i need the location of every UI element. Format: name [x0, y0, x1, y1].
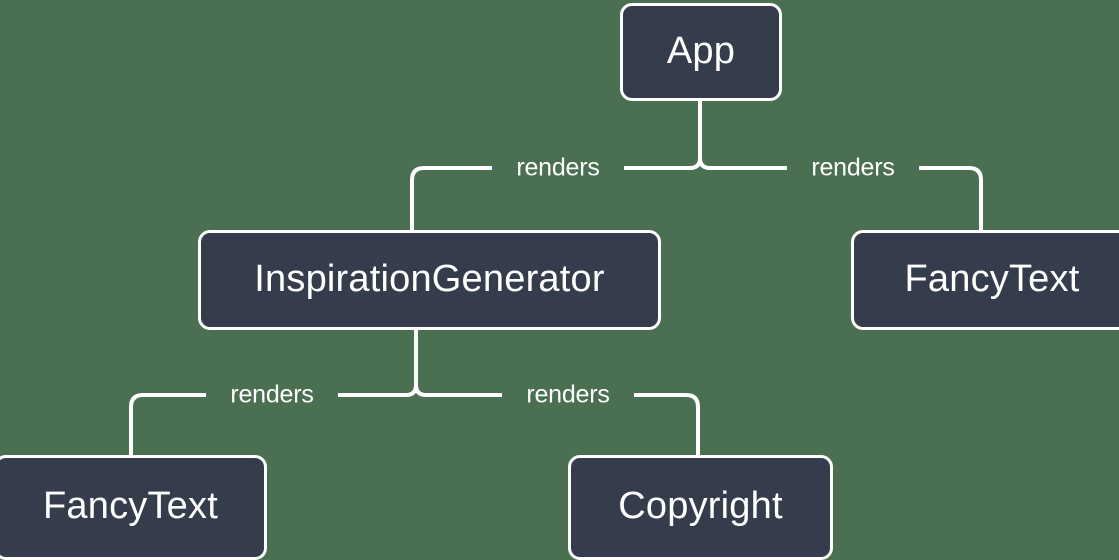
edge-inspiration-bus-right	[414, 384, 700, 455]
edge-label-app-to-inspiration-generator: renders	[516, 153, 600, 182]
node-fancytext-right-label: FancyText	[904, 257, 1080, 300]
node-inspiration-generator-label: InspirationGenerator	[254, 257, 605, 300]
node-app-label: App	[666, 29, 736, 72]
node-fancytext-left[interactable]: FancyText	[0, 455, 267, 560]
edge-app-bus-right	[698, 157, 983, 230]
node-copyright[interactable]: Copyright	[568, 455, 833, 560]
label-knockout-app-fancytext	[787, 154, 919, 182]
edge-label-inspiration-generator-to-copyright: renders	[526, 380, 610, 409]
node-copyright-label: Copyright	[618, 485, 783, 527]
label-knockout-app-inspiration	[492, 154, 624, 182]
label-knockout-insp-copyright	[502, 381, 634, 409]
label-knockout-insp-fancytext	[206, 381, 338, 409]
node-fancytext-right[interactable]: FancyText	[851, 230, 1119, 330]
edge-label-inspiration-generator-to-fancytext: renders	[230, 380, 314, 409]
node-fancytext-left-label: FancyText	[43, 485, 218, 527]
node-app[interactable]: App	[620, 3, 782, 101]
node-inspiration-generator[interactable]: InspirationGenerator	[198, 230, 661, 330]
edge-label-app-to-fancytext: renders	[811, 153, 895, 182]
